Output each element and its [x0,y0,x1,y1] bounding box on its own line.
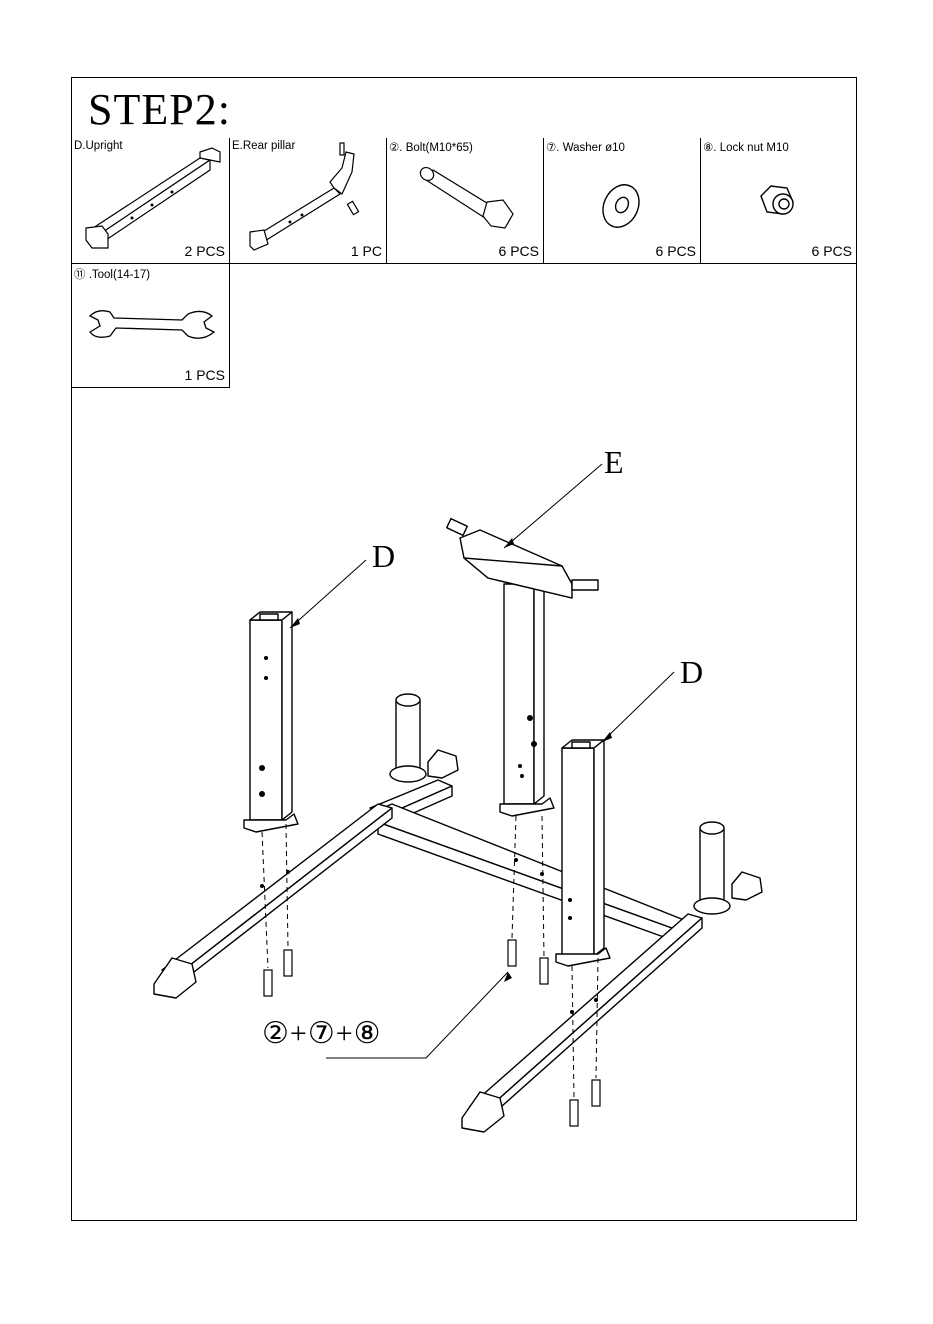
part-qty: 6 PCS [499,243,539,259]
callout-e: E [604,446,624,478]
left-plate-post [396,700,420,776]
left-base-rail [162,804,392,976]
fastener-formula: ②+⑦+⑧ [262,1016,382,1051]
part-qty: 1 PC [351,243,382,259]
left-upright [250,620,282,820]
bolt-right-1 [570,1100,578,1126]
right-upright [562,748,594,956]
bolt-left-2 [284,950,292,976]
part-cell-washer: ⑦. Washer ø10 6 PCS [544,138,701,264]
part-qty: 2 PCS [185,243,225,259]
part-cell-upright: D.Upright 2 PCS [71,138,230,264]
part-qty: 1 PCS [185,367,225,383]
left-front-cap [154,958,196,998]
part-cell-bolt: ②. Bolt(M10*65) 6 PCS [387,138,544,264]
assembly-diagram [72,388,856,1218]
bolt-right-2 [592,1080,600,1106]
step-title: STEP2: [88,88,231,132]
part-cell-tool: ⑪ .Tool(14-17) 1 PCS [71,264,230,388]
bolt-center-1 [508,940,516,966]
part-cell-rear-pillar: E.Rear pillar 1 PC [230,138,387,264]
bolt-left-1 [264,970,272,996]
part-qty: 6 PCS [812,243,852,259]
right-front-cap [462,1092,504,1132]
rear-pillar [504,584,534,804]
right-plate-post [700,828,724,908]
callout-d-right: D [680,656,703,688]
bolt-center-2 [540,958,548,984]
part-cell-lock-nut: ⑧. Lock nut M10 6 PCS [701,138,857,264]
callout-d-left: D [372,540,395,572]
center-beam [378,822,672,940]
part-qty: 6 PCS [656,243,696,259]
